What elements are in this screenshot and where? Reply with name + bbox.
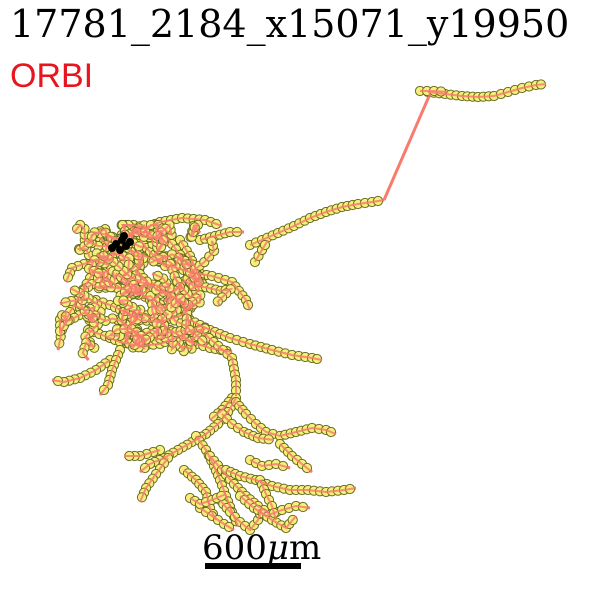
neurite-edge-overlay bbox=[88, 271, 108, 288]
neurite-nodes bbox=[51, 79, 547, 536]
neurite-edge-overlay bbox=[188, 240, 216, 283]
soma-point bbox=[108, 244, 116, 252]
neurite-edge-overlay bbox=[158, 326, 184, 353]
neurite-edge-overlay bbox=[189, 319, 323, 361]
neurite-edge-overlay bbox=[225, 469, 357, 494]
neurite-edge-overlay bbox=[129, 249, 251, 311]
neurite-edge-overlay bbox=[51, 359, 111, 384]
figure-title: 17781_2184_x15071_y19950 bbox=[10, 2, 570, 46]
neurite-edge-overlay bbox=[121, 224, 147, 250]
neurite-edge-overlay bbox=[176, 336, 195, 352]
neurite-edge-overlay bbox=[175, 312, 195, 337]
neurite-edge-overlay bbox=[111, 271, 144, 298]
neurite-edge-overlay bbox=[169, 293, 202, 310]
neurite-edge-overlay bbox=[139, 239, 171, 271]
neurite-edge-overlay bbox=[99, 349, 121, 396]
neurite-edge-overlay bbox=[257, 509, 297, 530]
neurite-edge-overlay bbox=[73, 304, 102, 324]
neurite-edge-overlay bbox=[183, 469, 217, 521]
neurite-edge-overlay bbox=[249, 459, 291, 469]
neurite-edge-overlay bbox=[159, 229, 197, 275]
neurite-edge-overlay bbox=[235, 401, 337, 438]
neurite-edge-overlay bbox=[169, 329, 233, 353]
neurite-edge-overlay bbox=[259, 479, 277, 521]
neurite-edge-overlay bbox=[254, 239, 269, 263]
neurite-edge-overlay bbox=[65, 254, 111, 283]
neurite-edge-overlay bbox=[221, 413, 275, 441]
neurite-edge-overlay bbox=[92, 267, 137, 290]
neurite-edge-overlay bbox=[119, 242, 145, 267]
neurite-edge-overlay bbox=[180, 273, 205, 300]
neurite-edge-overlay bbox=[209, 397, 233, 421]
soma-point bbox=[116, 246, 124, 254]
neurite-edge-overlay bbox=[95, 299, 197, 324]
neurite-edge-overlay bbox=[69, 287, 96, 319]
neurite-edge-overlay bbox=[420, 90, 449, 93]
neurite-edge-overlay bbox=[195, 435, 239, 527]
neurite-edge-overlay bbox=[102, 251, 142, 283]
neurite-edge-overlay bbox=[143, 223, 174, 246]
neurite-edge-overlay bbox=[57, 261, 101, 351]
neurite-edge-overlay bbox=[171, 309, 208, 346]
neurite-edge-overlay bbox=[137, 308, 170, 350]
neurite-edge-overlay bbox=[199, 231, 244, 241]
neurite-edge-overlay bbox=[151, 263, 182, 295]
neurite-edge-overlay bbox=[155, 224, 166, 253]
neurite-edge-overlay bbox=[174, 254, 194, 272]
neurite-edge-overlay bbox=[179, 239, 203, 283]
scale-bar bbox=[205, 563, 301, 569]
neurite-edge-overlay bbox=[199, 329, 237, 396]
neurite-edge-overlay bbox=[121, 249, 144, 279]
neurite-edge-overlay bbox=[189, 493, 227, 506]
neurite-edge-overlay bbox=[199, 507, 235, 531]
cell-type-label: ORBI bbox=[10, 57, 94, 95]
neurite-edge-overlay bbox=[189, 223, 201, 238]
neurite-edge-overlay bbox=[219, 499, 263, 532]
neurite-edge-overlay bbox=[186, 278, 234, 306]
neurite-edge-overlay bbox=[148, 253, 180, 269]
soma-point bbox=[126, 238, 134, 246]
neurite-edge-overlay bbox=[59, 310, 95, 335]
neurite-edge-overlay bbox=[249, 199, 385, 246]
neurite-edge-overlay bbox=[90, 227, 110, 253]
neurite-edge-overlay bbox=[87, 252, 116, 277]
neurite-edge-overlay bbox=[427, 83, 547, 99]
neurite-edge-overlay bbox=[279, 443, 313, 473]
neurite-edge-overlay bbox=[139, 457, 169, 503]
neurite-edge-overlay bbox=[107, 327, 148, 348]
neurite-edge-overlay bbox=[134, 231, 167, 258]
neurite-edge-overlay bbox=[124, 449, 161, 457]
neurite-edge-overlay bbox=[129, 308, 146, 328]
soma-cluster bbox=[108, 232, 134, 254]
soma-point bbox=[120, 232, 128, 240]
neurite-edge-overlay bbox=[59, 297, 103, 308]
neurite-edge-overlay bbox=[209, 455, 271, 515]
neurite-edge-overlay bbox=[139, 281, 166, 320]
neurite-edge-overlay bbox=[383, 93, 431, 201]
neurite-edge-overlay bbox=[75, 238, 94, 262]
scale-bar-label: 600μm bbox=[202, 528, 322, 568]
neurite-edge-overlay bbox=[134, 279, 156, 297]
neurite-edge-overlay bbox=[117, 299, 135, 321]
neurite-edge-overlay bbox=[119, 283, 139, 297]
neurite-edge-overlay bbox=[81, 316, 100, 361]
neurite-edge-overlay bbox=[134, 262, 170, 297]
